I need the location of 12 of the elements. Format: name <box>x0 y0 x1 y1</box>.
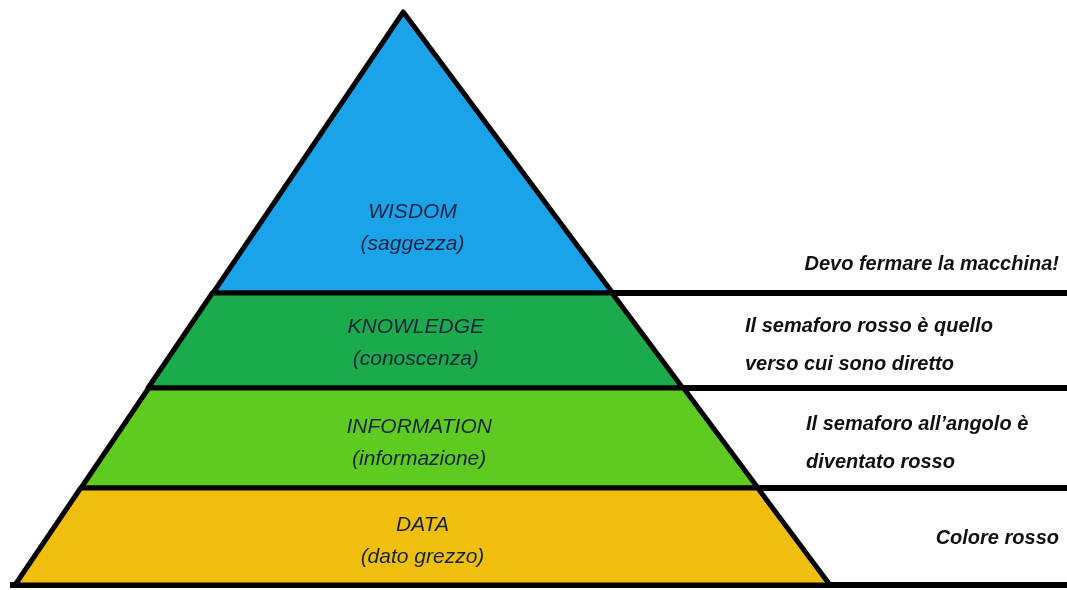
layer-title: KNOWLEDGE <box>347 313 485 339</box>
layer-subtitle: (saggezza) <box>360 230 465 256</box>
example-text: Il semaforo rosso è quello verso cui sono diretto <box>745 313 994 376</box>
layer-subtitle: (conoscenza) <box>352 345 479 371</box>
layer-title: INFORMATION <box>346 413 492 439</box>
layer-subtitle: (dato grezzo) <box>360 543 485 569</box>
layer-title: WISDOM <box>368 198 457 224</box>
example-text: Colore rosso <box>934 525 1059 550</box>
example-text: Devo fermare la macchina! <box>803 251 1059 276</box>
layer-title: DATA <box>396 511 449 537</box>
layer-subtitle: (informazione) <box>352 445 487 471</box>
example-text: Il semaforo all’angolo è diventato rosso <box>806 411 1030 474</box>
